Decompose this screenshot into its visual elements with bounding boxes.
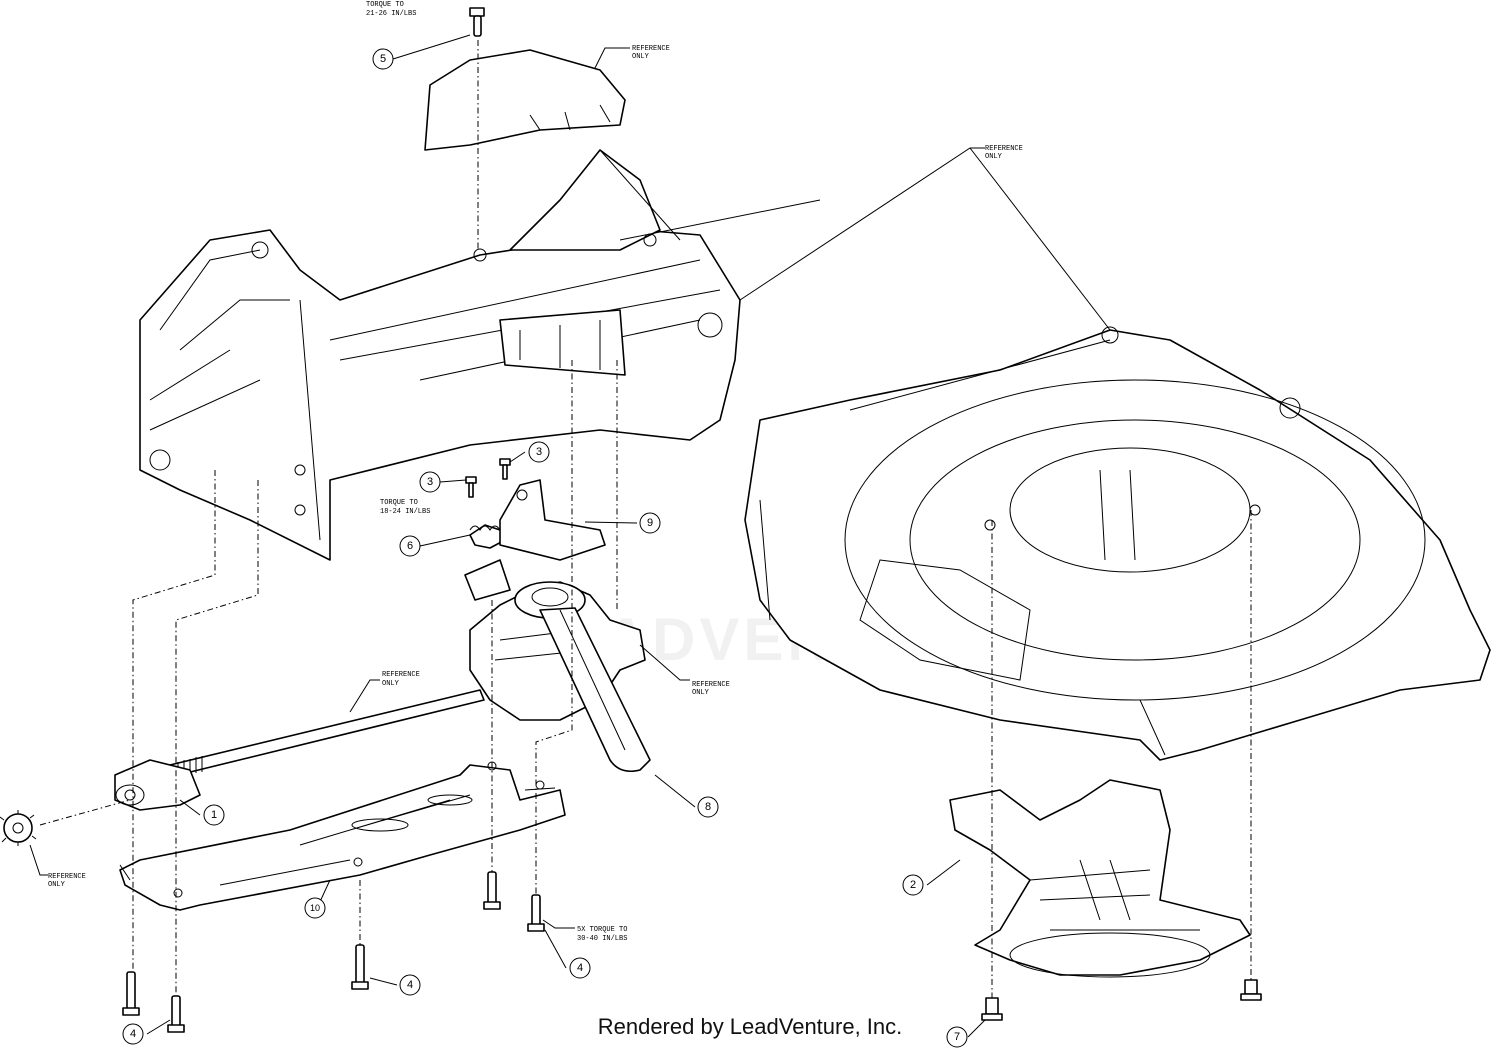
svg-text:6: 6 (407, 540, 413, 552)
svg-text:ONLY: ONLY (382, 680, 400, 688)
svg-text:ONLY: ONLY (48, 881, 66, 889)
svg-text:3: 3 (536, 446, 542, 458)
note-torque-3: TORQUE TO 18-24 IN/LBS (380, 499, 430, 516)
svg-text:7: 7 (954, 1031, 960, 1043)
svg-text:2: 2 (910, 879, 916, 891)
screw (465, 476, 477, 498)
fastener (1240, 979, 1262, 1001)
footer-credit: Rendered by LeadVenture, Inc. (597, 1014, 903, 1039)
note-reference-axle: REFERENCE ONLY (382, 671, 420, 688)
svg-text:REFERENCE: REFERENCE (48, 873, 86, 881)
callout-7: 7 (946, 1026, 968, 1048)
svg-text:5X TORQUE TO: 5X TORQUE TO (577, 926, 627, 934)
leader-lines (29, 34, 1111, 1038)
baffle (949, 779, 1251, 978)
svg-text:ONLY: ONLY (692, 689, 710, 697)
svg-text:TORQUE TO: TORQUE TO (380, 499, 418, 507)
callout-10: 10 (304, 897, 326, 919)
alignment-lines (39, 40, 1252, 998)
drive-belt (539, 607, 651, 773)
svg-text:REFERENCE: REFERENCE (985, 145, 1023, 153)
svg-text:4: 4 (130, 1028, 136, 1040)
callout-3: 3 (419, 471, 441, 493)
note-reference-deck: REFERENCE ONLY (985, 145, 1023, 161)
svg-text:30-40 IN/LBS: 30-40 IN/LBS (577, 935, 627, 943)
screw (499, 458, 511, 480)
chassis-frame (139, 149, 821, 561)
bracket (464, 479, 606, 601)
callout-4: 4 (122, 1023, 144, 1045)
svg-text:REFERENCE: REFERENCE (382, 671, 420, 679)
bolt (483, 871, 501, 910)
bolt (527, 894, 545, 932)
callout-8: 8 (697, 796, 719, 818)
callout-3: 3 (528, 441, 550, 463)
svg-text:9: 9 (647, 517, 653, 529)
svg-text:REFERENCE: REFERENCE (692, 681, 730, 689)
note-reference-pulley: REFERENCE ONLY (692, 681, 730, 697)
svg-text:ONLY: ONLY (632, 53, 650, 61)
callout-1: 1 (203, 804, 225, 826)
callout-5: 5 (372, 48, 394, 70)
axle (169, 689, 485, 778)
svg-text:1: 1 (211, 809, 217, 821)
svg-text:4: 4 (407, 979, 413, 991)
mower-deck (744, 326, 1491, 761)
note-reference-top: REFERENCE ONLY (632, 45, 670, 61)
fastener (981, 997, 1003, 1021)
note-reference-wheel: REFERENCE ONLY (48, 873, 86, 889)
svg-text:21-26 IN/LBS: 21-26 IN/LBS (366, 10, 416, 18)
callout-4: 4 (399, 974, 421, 996)
callout-6: 6 (399, 535, 421, 557)
note-torque-4: 5X TORQUE TO 30-40 IN/LBS (577, 926, 627, 943)
svg-text:8: 8 (705, 801, 711, 813)
svg-text:3: 3 (427, 476, 433, 488)
svg-text:10: 10 (310, 903, 320, 913)
bolt-top (469, 7, 485, 37)
pinion-gear (0, 810, 37, 846)
note-torque-5: TORQUE TO 21-26 IN/LBS (366, 1, 416, 18)
callout-4: 4 (569, 957, 591, 979)
bolt (122, 971, 140, 1016)
callout-9: 9 (639, 512, 661, 534)
engine-cover (424, 49, 626, 151)
svg-text:5: 5 (380, 53, 386, 65)
wheel-bearing (114, 759, 201, 811)
spring (469, 524, 511, 549)
svg-text:18-24 IN/LBS: 18-24 IN/LBS (380, 508, 430, 516)
svg-text:4: 4 (577, 962, 583, 974)
svg-text:REFERENCE: REFERENCE (632, 45, 670, 53)
cover-plate (119, 761, 566, 911)
callout-2: 2 (902, 874, 924, 896)
svg-text:TORQUE TO: TORQUE TO (366, 1, 404, 9)
svg-text:ONLY: ONLY (985, 153, 1003, 161)
bolt (351, 944, 369, 990)
